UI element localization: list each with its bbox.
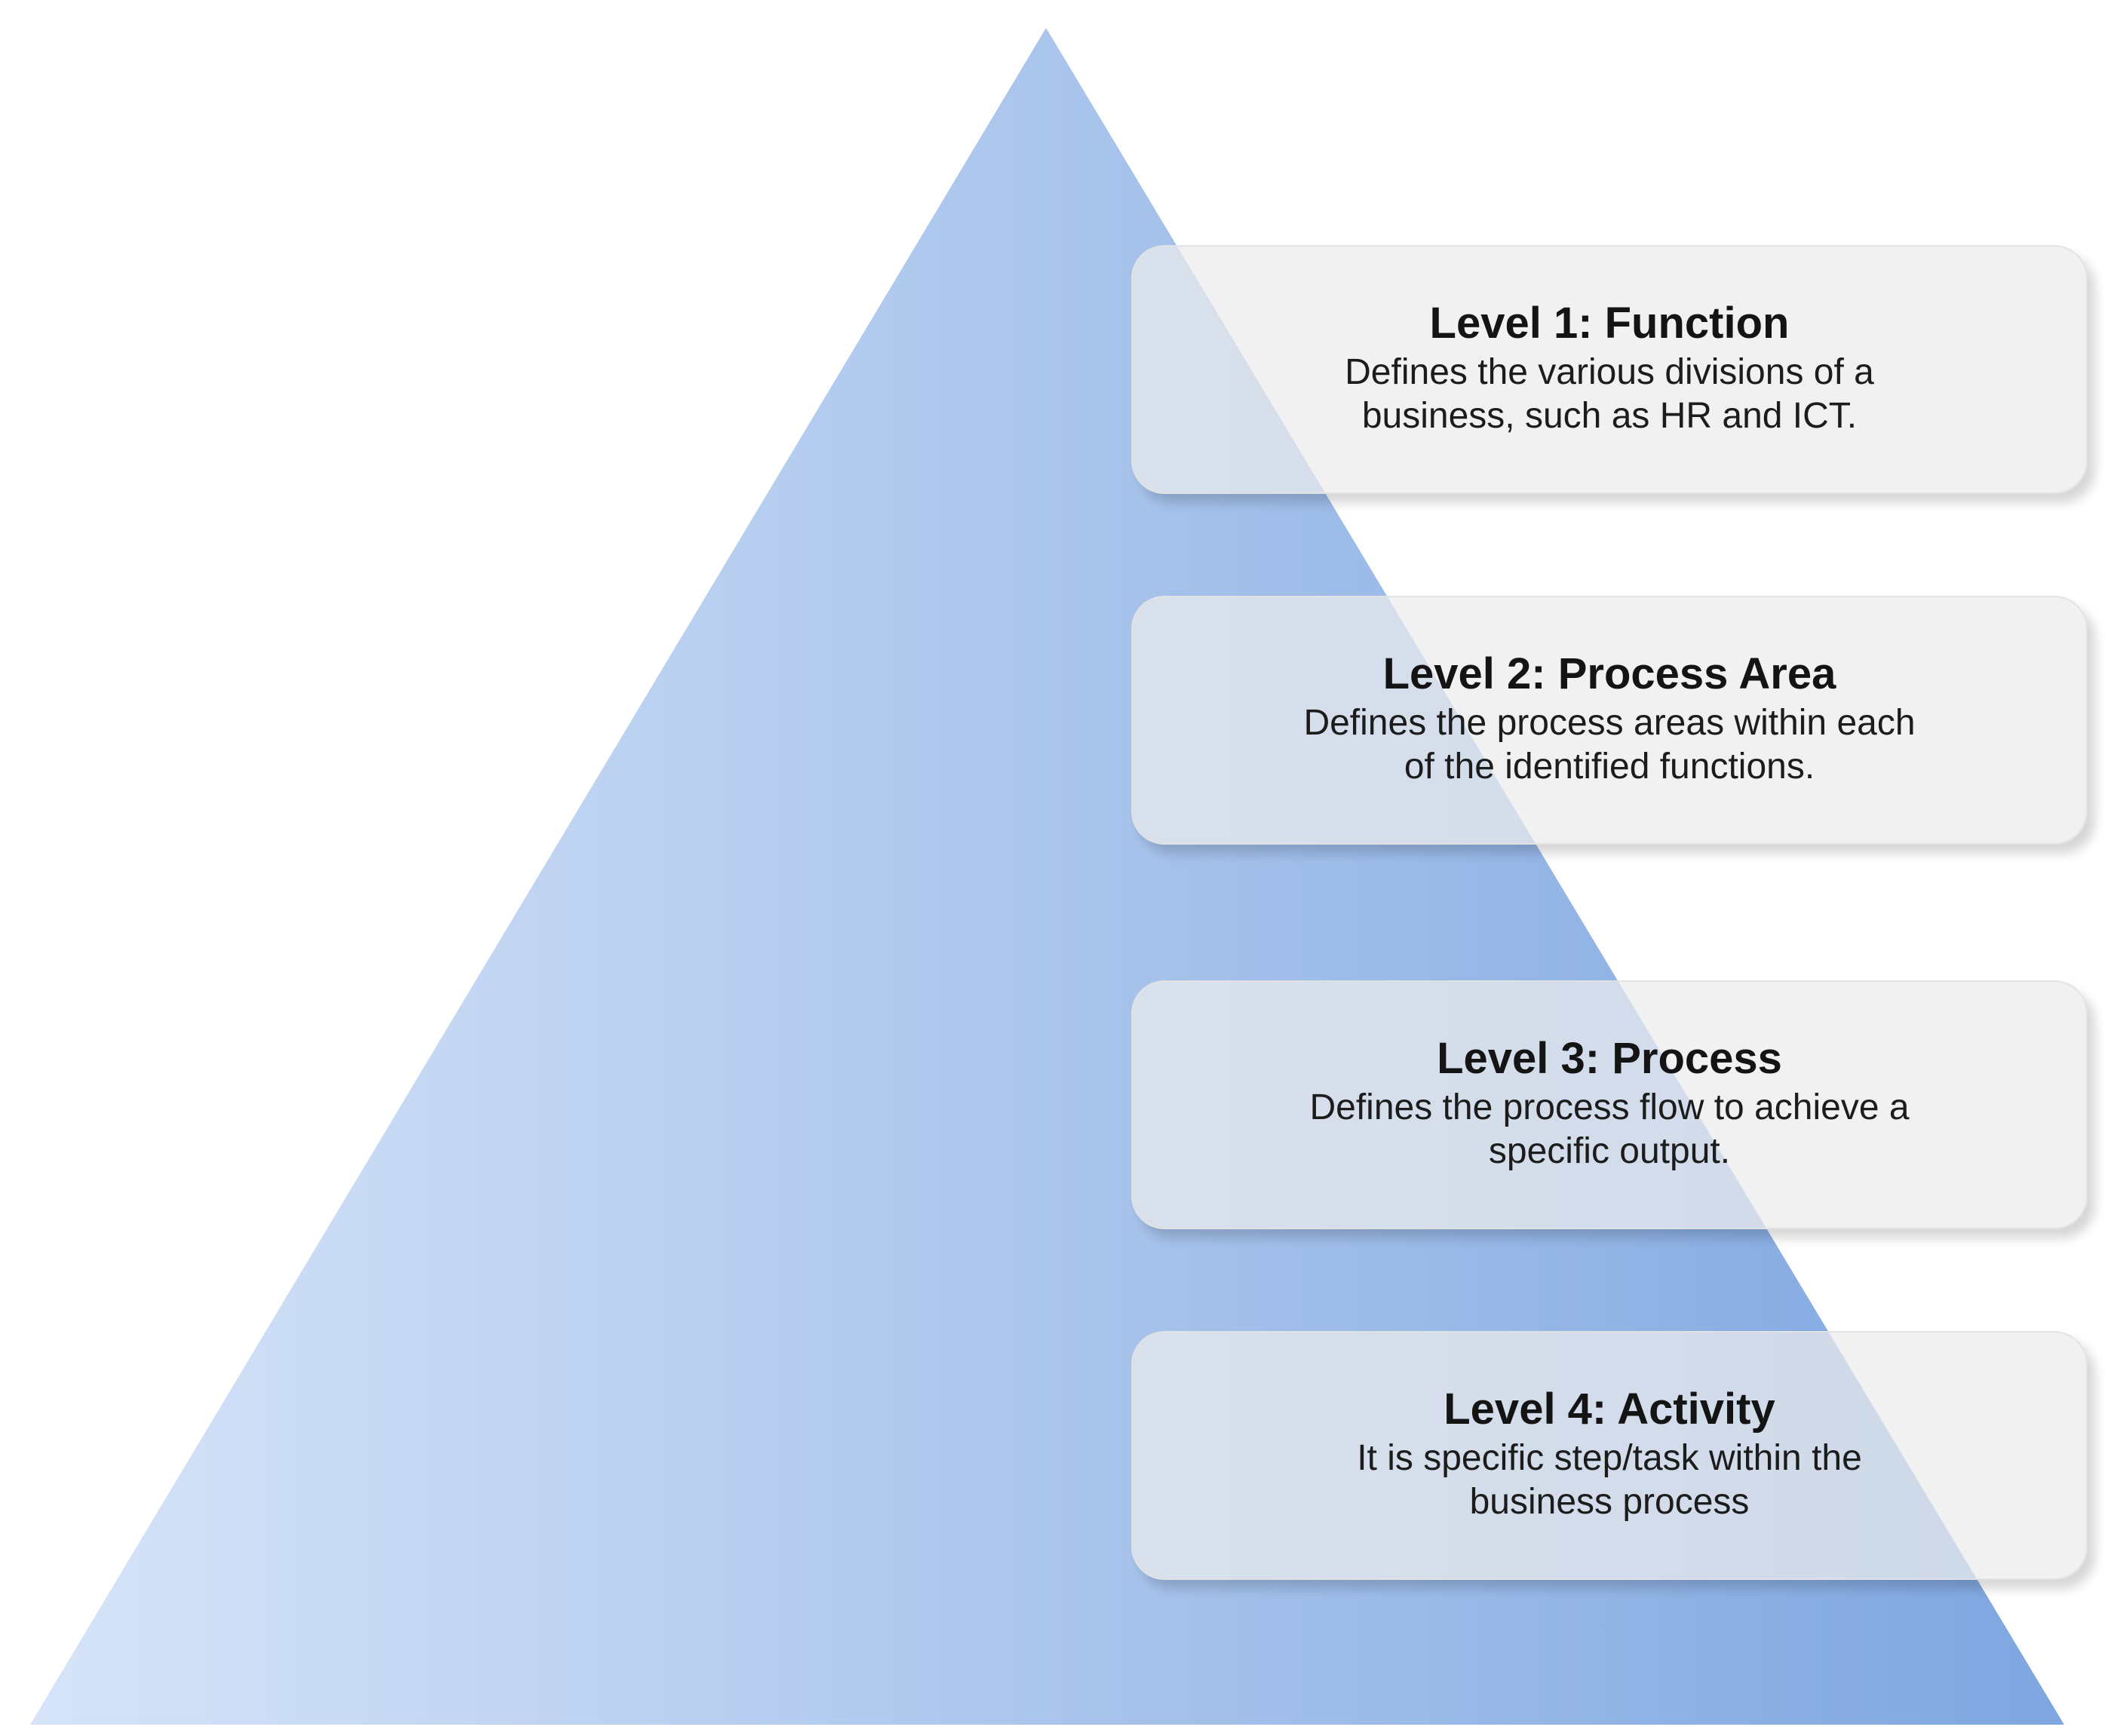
- level-4-description-line-1: It is specific step/task within the: [1357, 1437, 1862, 1478]
- level-1-description-line-2: business, such as HR and ICT.: [1361, 396, 1858, 437]
- level-2-description: Defines the process areas within each of…: [1303, 701, 1915, 790]
- level-1-title: Level 1: Function: [1429, 299, 1790, 348]
- level-3-description-line-1: Defines the process flow to achieve a: [1309, 1087, 1910, 1127]
- level-2-description-line-2: of the identified functions.: [1404, 747, 1815, 787]
- level-2-description-line-1: Defines the process areas within each: [1303, 702, 1916, 743]
- level-3-title: Level 3: Process: [1437, 1034, 1782, 1084]
- level-1-description-line-1: Defines the various divisions of a: [1345, 351, 1874, 392]
- pyramid-triangle: [30, 28, 2064, 1725]
- level-4-card: Level 4: Activity It is specific step/ta…: [1131, 1331, 2088, 1580]
- level-2-card: Level 2: Process Area Defines the proces…: [1131, 596, 2088, 845]
- level-3-description: Defines the process flow to achieve a sp…: [1309, 1086, 1909, 1174]
- level-1-card: Level 1: Function Defines the various di…: [1131, 245, 2088, 494]
- level-3-card: Level 3: Process Defines the process flo…: [1131, 980, 2088, 1229]
- level-2-title: Level 2: Process Area: [1382, 649, 1836, 699]
- level-4-title: Level 4: Activity: [1444, 1385, 1775, 1434]
- level-1-description: Defines the various divisions of a busin…: [1345, 351, 1874, 439]
- level-4-description: It is specific step/task within the busi…: [1357, 1437, 1862, 1525]
- level-3-description-line-2: specific output.: [1488, 1131, 1731, 1172]
- level-4-description-line-2: business process: [1469, 1482, 1750, 1523]
